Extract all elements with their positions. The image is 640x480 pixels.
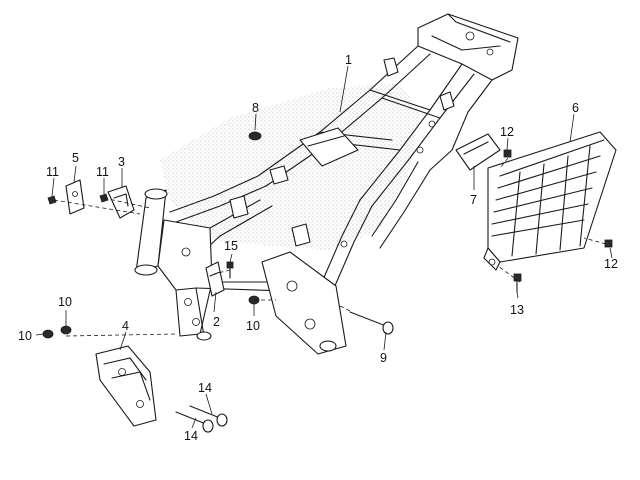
engine-mount-plate (261, 251, 347, 355)
callout-5: 5 (72, 151, 79, 165)
callout-9: 9 (380, 351, 387, 365)
callout-4: 4 (122, 319, 129, 333)
part-5-bracket (65, 179, 85, 215)
callout-14-lower: 14 (184, 429, 198, 443)
callout-6: 6 (572, 101, 579, 115)
part-11-bolt-left (47, 195, 57, 205)
callout-12-right: 12 (604, 257, 618, 271)
part-10-nut-left (42, 329, 54, 339)
callout-10-center: 10 (246, 319, 260, 333)
callout-13: 13 (510, 303, 524, 317)
part-12-bolt-right (604, 239, 613, 248)
callout-1: 1 (345, 53, 352, 67)
part-4-plate (95, 345, 157, 427)
callout-10-top-left: 10 (58, 295, 72, 309)
callout-8: 8 (252, 101, 259, 115)
callout-7: 7 (470, 193, 477, 207)
callout-15: 15 (224, 239, 238, 253)
callout-3: 3 (118, 155, 125, 169)
callout-14-upper: 14 (198, 381, 212, 395)
main-frame (134, 13, 519, 341)
part-7-bracket (455, 133, 501, 171)
callout-12-top: 12 (500, 125, 514, 139)
callout-2: 2 (213, 315, 220, 329)
leader-lines (35, 65, 613, 429)
part-10-nut-top (60, 325, 72, 335)
part-14-bolt-lower (175, 411, 214, 433)
part-13-bolt (513, 273, 522, 293)
part-12-bolt-top (503, 149, 512, 158)
part-14-bolt-upper (189, 405, 228, 427)
callout-11-left: 11 (46, 165, 59, 179)
frame-shading (160, 84, 420, 250)
callout-10-left: 10 (18, 329, 32, 343)
assembly-lines (53, 157, 607, 337)
part-8-grommet (248, 131, 262, 141)
callout-11-right: 11 (96, 165, 109, 179)
part-6-rear-carrier (483, 131, 617, 271)
part-9-bolt (349, 311, 394, 335)
